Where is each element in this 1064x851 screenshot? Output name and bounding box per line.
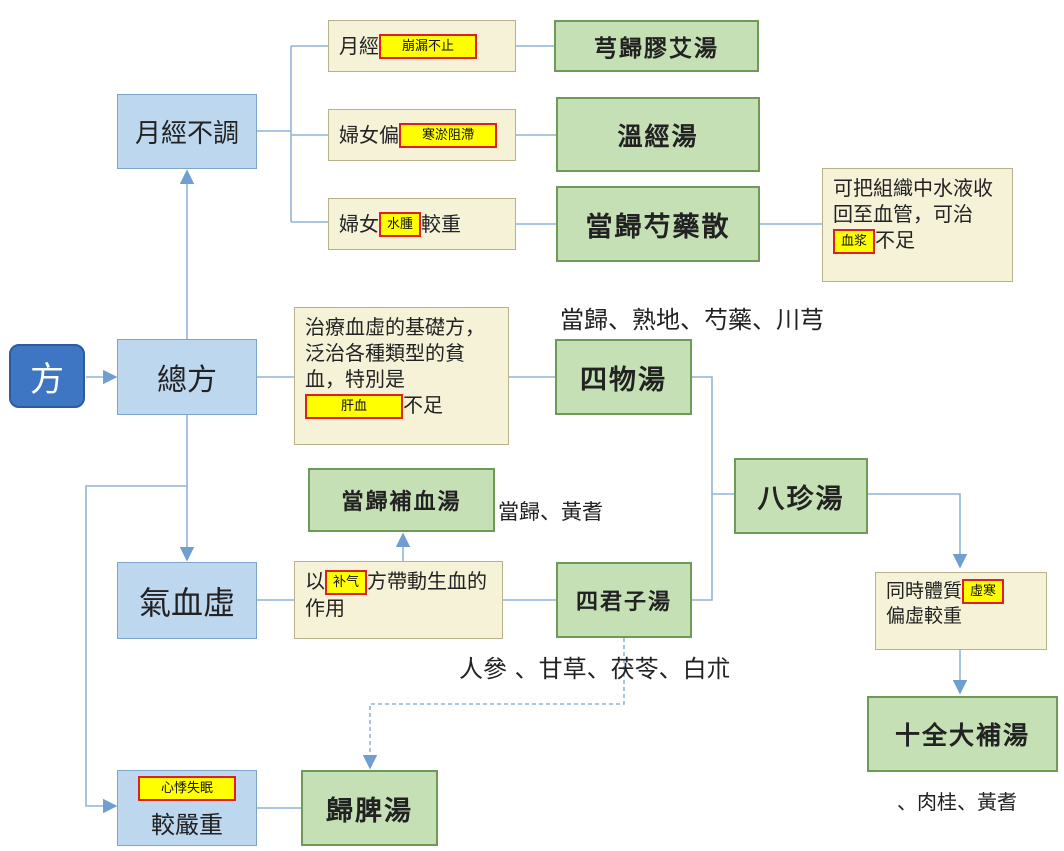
condition-2: 婦女偏 寒淤阻滯 xyxy=(328,109,516,161)
node-label: 月經不調 xyxy=(134,119,239,149)
condition-1: 月經 崩漏不止 xyxy=(328,20,516,72)
formula-danggui-buxue: 當歸補血湯 xyxy=(308,468,495,532)
note-text: 可把組織中水液收回至血管，可治 xyxy=(833,176,993,226)
note-bazhen: 同時體質虛寒偏虛較重 xyxy=(875,572,1047,650)
condition-3: 婦女 水腫 較重 xyxy=(328,198,516,250)
start-node: 方 xyxy=(9,344,85,408)
node-jiaoyanzhong: 心悸失眠 較嚴重 xyxy=(117,770,257,846)
formula-siwu: 四物湯 xyxy=(555,339,692,415)
note-text: 方帶動生血的作用 xyxy=(305,569,488,620)
formula-label: 當歸芍藥散 xyxy=(585,211,731,243)
formula-label: 芎歸膠艾湯 xyxy=(594,35,719,62)
highlight-tag: 心悸失眠 xyxy=(138,776,236,801)
highlight-tag: 寒淤阻滯 xyxy=(399,122,497,148)
condition-text: 較重 xyxy=(421,212,462,236)
formula-danggui-shaoyao: 當歸芍藥散 xyxy=(556,186,760,262)
start-label: 方 xyxy=(30,359,64,400)
formula-label: 溫經湯 xyxy=(617,121,699,151)
note-text: 以 xyxy=(305,569,325,593)
formula-wenjing: 溫經湯 xyxy=(556,97,760,172)
node-label: 較嚴重 xyxy=(151,811,223,839)
highlight-tag: 水腫 xyxy=(379,211,422,237)
node-label: 總方 xyxy=(157,363,217,398)
note-text: 同時體質 xyxy=(886,580,963,602)
formula-sijunzi: 四君子湯 xyxy=(556,562,692,638)
ingredients-sijunzi: 人參 、甘草、茯苓、白朮 xyxy=(459,655,731,683)
highlight-tag: 血浆 xyxy=(833,229,876,254)
formula-label: 歸脾湯 xyxy=(326,795,413,827)
note-zongfang: 治療血虛的基礎方，泛治各種類型的貧血，特別是肝血不足 xyxy=(294,307,509,445)
formula-label: 當歸補血湯 xyxy=(341,489,462,515)
node-label: 氣血虛 xyxy=(138,583,235,622)
ingredients-siwu: 當歸、熟地、芍藥、川芎 xyxy=(560,306,824,334)
highlight-tag: 虛寒 xyxy=(962,579,1005,604)
note-text: 治療血虛的基礎方，泛治各種類型的貧血，特別是 xyxy=(305,315,485,391)
node-qixuexu: 氣血虛 xyxy=(117,562,257,639)
formula-bazhen: 八珍湯 xyxy=(734,458,868,534)
highlight-tag: 补气 xyxy=(325,570,368,595)
ingredients-shiquan: 、肉桂、黃耆 xyxy=(897,790,1017,814)
formula-guipi: 歸脾湯 xyxy=(301,770,438,846)
formula-label: 八珍湯 xyxy=(757,483,845,515)
note-qixuexu: 以补气方帶動生血的作用 xyxy=(294,561,503,639)
condition-text: 月經 xyxy=(339,34,379,58)
note-danggui-shaoyao: 可把組織中水液收回至血管，可治血浆不足 xyxy=(822,168,1013,282)
formula-shiquan-dabu: 十全大補湯 xyxy=(867,696,1058,772)
condition-text: 婦女偏 xyxy=(339,123,399,147)
note-text: 偏虛較重 xyxy=(886,605,963,627)
formula-label: 四君子湯 xyxy=(575,589,672,615)
highlight-tag: 肝血 xyxy=(305,394,403,419)
ingredients-danggui-buxue: 當歸、黃耆 xyxy=(498,500,603,524)
formula-xiong-gui-jiao-ai: 芎歸膠艾湯 xyxy=(554,20,759,72)
node-zongfang: 總方 xyxy=(117,339,257,415)
formula-label: 四物湯 xyxy=(580,364,667,396)
note-text: 不足 xyxy=(403,393,443,417)
highlight-tag: 崩漏不止 xyxy=(379,33,477,59)
node-yuejing-butiao: 月經不調 xyxy=(117,94,257,169)
formula-label: 十全大補湯 xyxy=(894,721,1030,750)
note-text: 不足 xyxy=(875,228,916,252)
condition-text: 婦女 xyxy=(339,212,379,236)
